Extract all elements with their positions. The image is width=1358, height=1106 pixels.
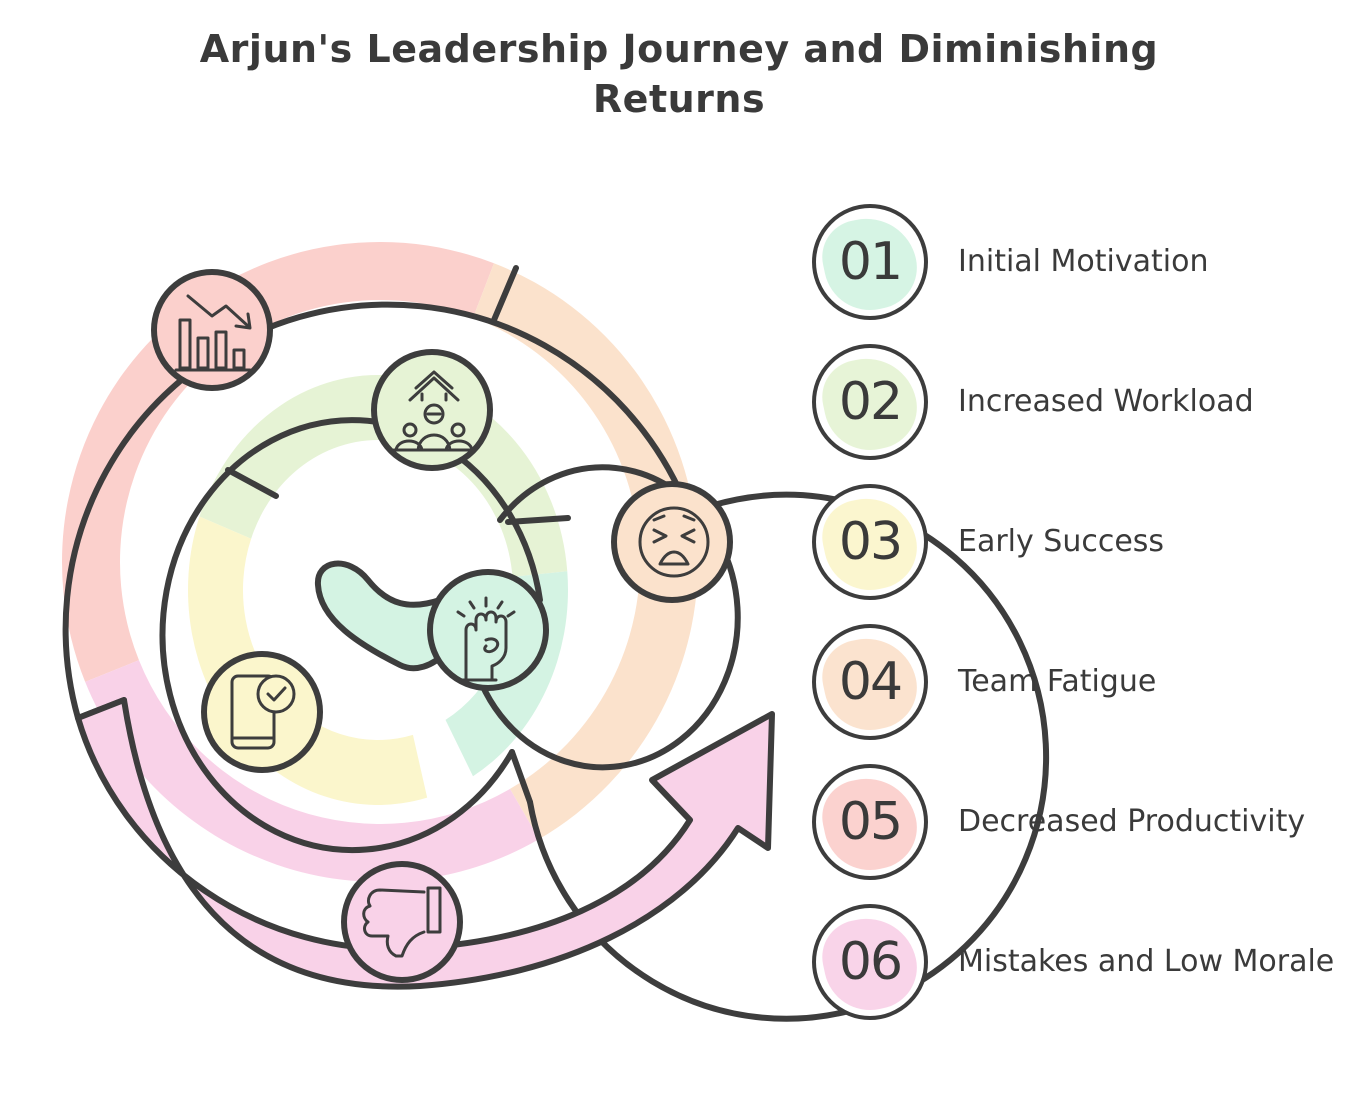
thumbs-down-icon — [362, 886, 442, 958]
inner-tail-edge — [314, 560, 473, 672]
bubble-declining-chart — [151, 269, 273, 391]
pink-arrow — [75, 697, 775, 990]
outer-ring-divider-3 — [509, 749, 533, 805]
bubble-phone-check — [201, 651, 323, 773]
outer-ring-segment-peach — [473, 263, 698, 840]
bubble-thumbs-down — [341, 861, 463, 983]
raised-fist-icon — [456, 596, 516, 682]
pink-arrow-body — [75, 697, 775, 990]
bubble-fist — [427, 569, 549, 691]
team-growth-icon — [392, 370, 476, 452]
outer-ring-segment-pink — [85, 660, 540, 882]
inner-ring-divider-2 — [505, 515, 571, 525]
outer-ring-outer-edge — [62, 301, 701, 721]
tired-face-icon — [638, 506, 710, 578]
inner-ring-inner-edge — [464, 464, 741, 771]
page-title: Arjun's Leadership Journey and Diminishi… — [0, 24, 1358, 124]
title-line-1: Arjun's Leadership Journey and Diminishi… — [199, 27, 1159, 71]
inner-ring-divider-1 — [225, 467, 279, 499]
bubble-team-growth — [371, 349, 493, 471]
declining-chart-icon — [174, 294, 252, 372]
title-line-2: Returns — [592, 77, 766, 121]
phone-check-icon — [230, 674, 296, 750]
outer-ring-divider-1 — [491, 265, 519, 323]
bubble-tired-face — [611, 481, 733, 603]
